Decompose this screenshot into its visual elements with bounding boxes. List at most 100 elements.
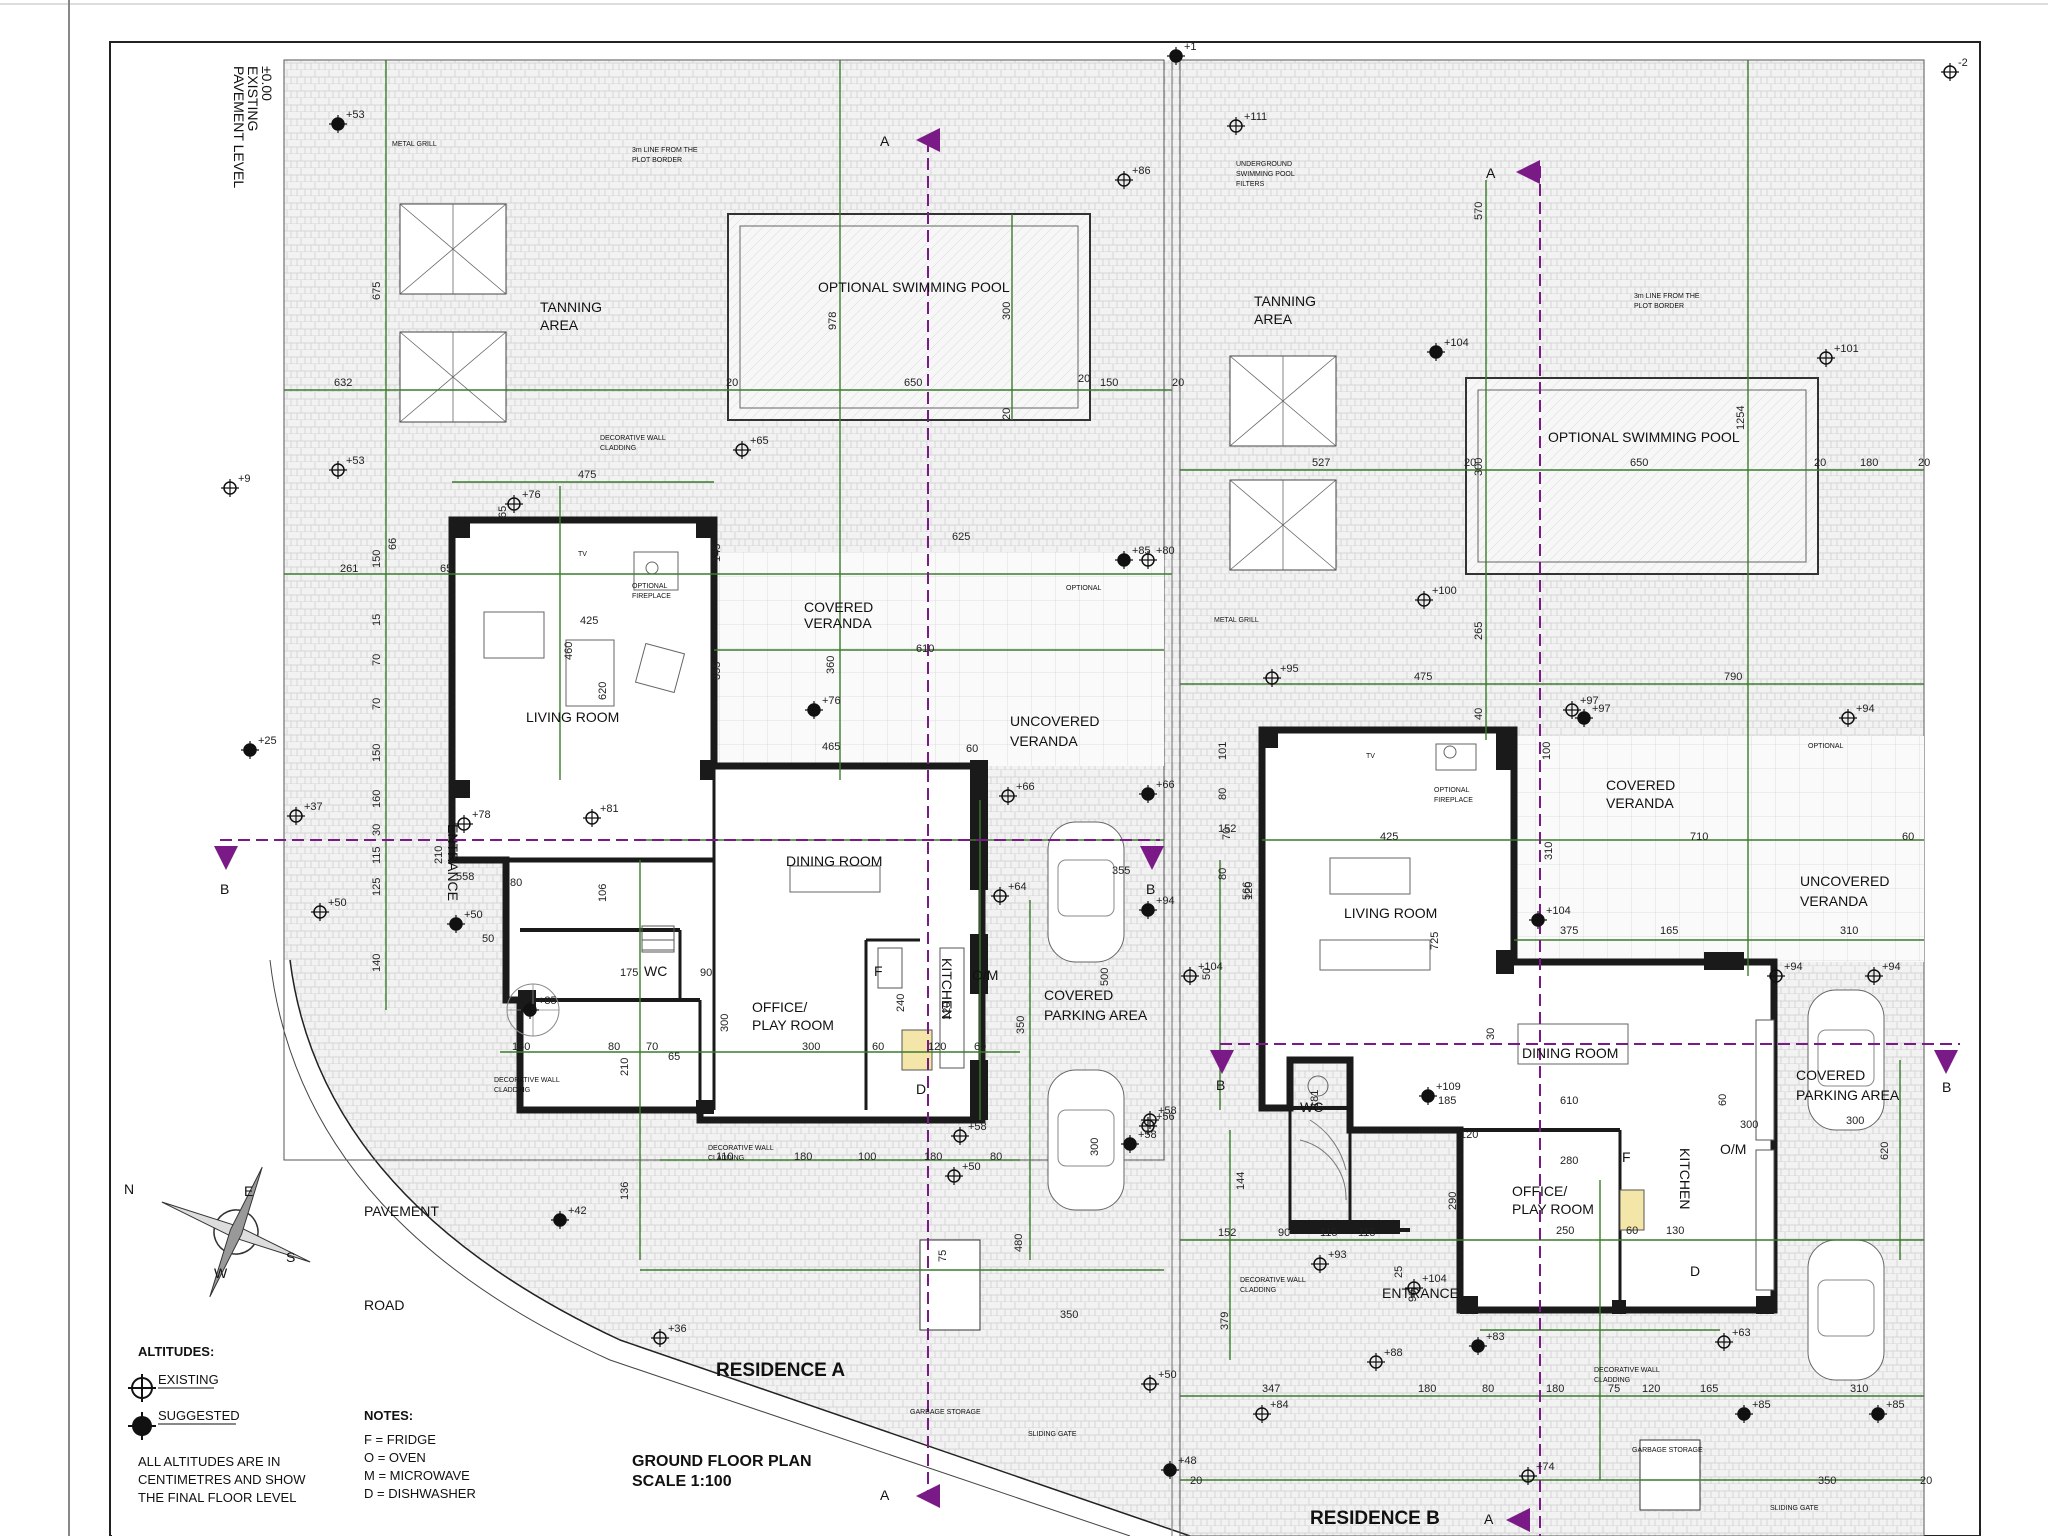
altitude-value: +63 [1732, 1327, 1751, 1339]
altitude-point: +64 [991, 881, 1027, 905]
metal-grill-label-a: METAL GRILL [392, 141, 437, 148]
altitude-point: +80 [1139, 545, 1175, 569]
road-label: ROAD [364, 1297, 404, 1313]
dimension-value: 425 [1380, 831, 1398, 843]
dimension-value: 375 [1560, 925, 1578, 937]
plot-border-a-l1: 3m LINE FROM THE [632, 147, 698, 154]
b-living-room: LIVING ROOM [1344, 905, 1437, 921]
section-a-bottom-a: A [880, 1487, 890, 1503]
dimension-value: 120 [941, 1002, 953, 1020]
altitude-value: +94 [1856, 703, 1875, 715]
section-a-bottom-b: A [1484, 1511, 1494, 1527]
legend-note-1: ALL ALTITUDES ARE IN [138, 1454, 280, 1469]
dimension-value: 120 [1243, 882, 1255, 900]
dimension-value: 300 [802, 1041, 820, 1053]
altitude-value: +36 [668, 1323, 687, 1335]
altitude-value: +94 [1784, 961, 1803, 973]
dimension-value: 70 [371, 654, 383, 666]
a-uncovered-veranda-l2: VERANDA [1010, 733, 1078, 749]
sunbed-b2 [1229, 479, 1337, 571]
altitude-point: +94 [1767, 961, 1803, 985]
section-lines [220, 140, 1960, 1536]
b-kitchen: KITCHEN [1677, 1148, 1693, 1209]
dimension-value: 180 [1860, 457, 1878, 469]
dimension-value: 150 [371, 550, 383, 568]
fixture-oven-b: O/M [1720, 1141, 1746, 1157]
dimension-value: 120 [1460, 1129, 1478, 1141]
altitude-point: +104 [1405, 1273, 1447, 1297]
legend-note-2: CENTIMETRES AND SHOW [138, 1472, 306, 1487]
altitude-point: +25 [241, 735, 277, 759]
b-covered-veranda-l1: COVERED [1606, 777, 1675, 793]
dimension-value: 558 [456, 871, 474, 883]
dimension-value: 310 [1543, 842, 1555, 860]
dimension-value: 175 [620, 967, 638, 979]
altitude-value: +56 [1156, 1111, 1175, 1123]
dimension-value: 30 [371, 824, 383, 836]
optional-a: OPTIONAL [1066, 585, 1102, 592]
altitude-value: +50 [328, 897, 347, 909]
altitude-point: +78 [455, 809, 491, 833]
dimension-value: 75 [1608, 1383, 1620, 1395]
north-arrow [161, 1166, 311, 1298]
altitude-point: +104 [1427, 337, 1469, 361]
altitude-point: +101 [1817, 343, 1859, 367]
dimension-value: 152 [1218, 823, 1236, 835]
cladding-b2-l2: CLADDING [1594, 1377, 1630, 1384]
altitude-point: +84 [1253, 1399, 1289, 1423]
a-tanning-l1: TANNING [540, 299, 602, 315]
dimension-value: 150 [512, 1041, 530, 1053]
dimension-value: 150 [1100, 377, 1118, 389]
altitude-value: +80 [1156, 545, 1175, 557]
dimension-value: 300 [1001, 302, 1013, 320]
legend-suggested: SUGGESTED [158, 1408, 240, 1423]
dimension-value: 650 [904, 377, 922, 389]
cladding-a1-l2: CLADDING [600, 445, 636, 452]
altitude-point: +85 [521, 995, 557, 1019]
altitude-value: +93 [1328, 1249, 1347, 1261]
dimension-value: 80 [1217, 788, 1229, 800]
altitude-point: +74 [1519, 1461, 1555, 1485]
altitude-point: +94 [1139, 895, 1175, 919]
altitude-point: +63 [1715, 1327, 1751, 1351]
legend-existing: EXISTING [158, 1372, 219, 1387]
b-office-l1: OFFICE/ [1512, 1183, 1567, 1199]
dimension-value: 100 [1541, 742, 1553, 760]
dimension-value: 40 [1473, 708, 1485, 720]
altitude-value: +94 [1156, 895, 1175, 907]
dimension-value: 350 [1015, 1016, 1027, 1034]
altitude-point: +76 [805, 695, 841, 719]
cladding-b1-l2: CLADDING [1240, 1287, 1276, 1294]
cladding-a1-l1: DECORATIVE WALL [600, 435, 666, 442]
dimension-value: 460 [563, 642, 575, 660]
uncovered-veranda-a [964, 552, 1164, 766]
altitude-value: +100 [1432, 585, 1457, 597]
a-tanning-l2: AREA [540, 317, 579, 333]
garbage-storage-b-label: GARBAGE STORAGE [1632, 1447, 1703, 1454]
a-parking-l1: COVERED [1044, 987, 1113, 1003]
covered-veranda-a [714, 552, 964, 766]
b-uncovered-veranda-l1: UNCOVERED [1800, 873, 1889, 889]
dimension-value: 130 [1666, 1225, 1684, 1237]
dimension-value: 25 [1393, 1266, 1405, 1278]
altitude-point: +85 [1115, 545, 1151, 569]
altitude-point: +65 [733, 435, 769, 459]
cladding-a2-l1: DECORATIVE WALL [494, 1077, 560, 1084]
a-wc: WC [644, 963, 667, 979]
dimension-value: 625 [952, 531, 970, 543]
dimension-value: 20 [1918, 457, 1930, 469]
dimension-value: 136 [619, 1182, 631, 1200]
dimension-value: 360 [825, 656, 837, 674]
dimension-value: 650 [1630, 457, 1648, 469]
pool-filters-l2: SWIMMING POOL [1236, 171, 1295, 178]
altitude-point: +95 [1263, 663, 1299, 687]
notes-block: NOTES: F = FRIDGE O = OVEN M = MICROWAVE… [364, 1408, 476, 1501]
cladding-b1-l1: DECORATIVE WALL [1240, 1277, 1306, 1284]
b-wc: WC [1300, 1099, 1323, 1115]
dimension-value: 300 [719, 1014, 731, 1032]
b-entrance: ENTRANCE [1382, 1285, 1459, 1301]
section-b-right-a: B [1146, 881, 1155, 897]
altitude-value: +97 [1580, 695, 1599, 707]
b-office-l2: PLAY ROOM [1512, 1201, 1594, 1217]
dimension-value: 527 [1312, 457, 1330, 469]
